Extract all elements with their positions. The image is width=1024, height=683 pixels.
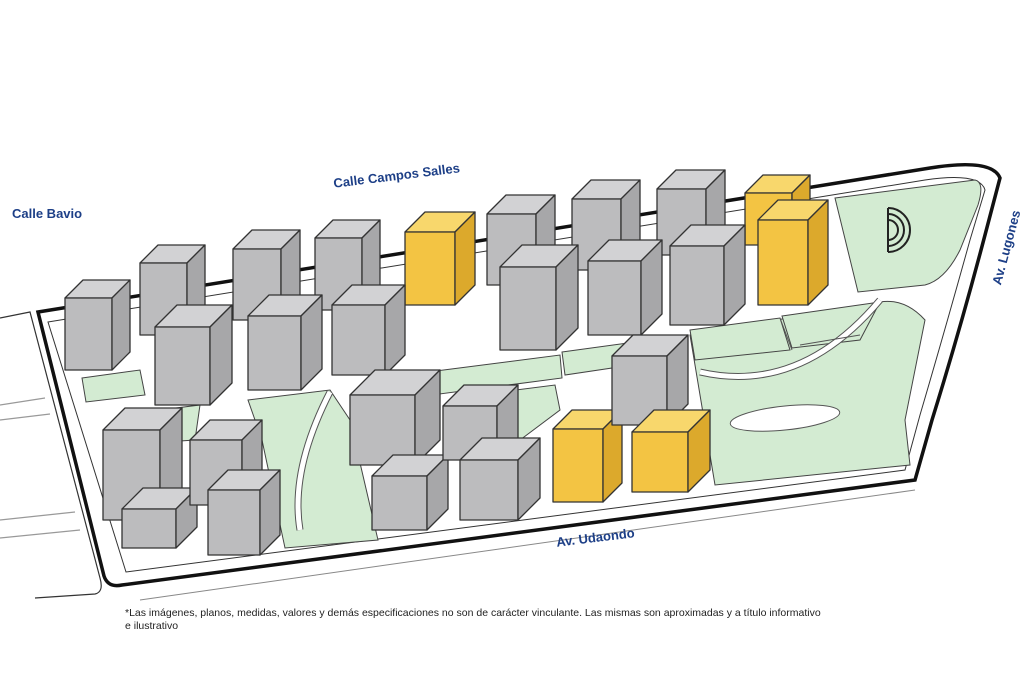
- highlighted-building: [757, 199, 829, 306]
- green-space-west-small: [81, 369, 146, 403]
- building-side: [723, 224, 746, 326]
- building-front: [207, 489, 261, 556]
- building-side: [384, 284, 406, 376]
- building-front: [587, 260, 642, 336]
- building-front: [154, 326, 211, 406]
- building-side: [687, 409, 711, 493]
- building-front: [757, 219, 809, 306]
- building-side: [426, 454, 449, 531]
- green-space-strip-ne: [689, 317, 791, 361]
- building-front: [499, 266, 557, 351]
- disclaimer-text: *Las imágenes, planos, medidas, valores …: [125, 607, 821, 632]
- building-side: [300, 294, 323, 391]
- building: [121, 487, 198, 549]
- building: [331, 284, 406, 376]
- building-side: [807, 199, 829, 306]
- building: [349, 369, 441, 466]
- building: [371, 454, 449, 531]
- building: [611, 334, 689, 426]
- highlighted-building: [404, 211, 476, 306]
- building-side: [111, 279, 131, 371]
- building: [587, 239, 663, 336]
- building-side: [666, 334, 689, 426]
- building-side: [640, 239, 663, 336]
- building: [154, 304, 233, 406]
- park-paths: [294, 297, 883, 531]
- inner-outline: [47, 177, 986, 573]
- building-front: [459, 459, 519, 521]
- building-side: [517, 437, 541, 521]
- green-space-strip-ne2: [781, 301, 881, 349]
- building-front: [121, 508, 177, 549]
- building: [247, 294, 323, 391]
- building-side: [259, 469, 281, 556]
- building-side: [454, 211, 476, 306]
- building-front: [669, 245, 725, 326]
- building-front: [404, 231, 456, 306]
- building-front: [247, 315, 302, 391]
- building-side: [414, 369, 441, 466]
- building: [499, 244, 579, 351]
- building-front: [331, 304, 386, 376]
- building: [669, 224, 746, 326]
- building-side: [209, 304, 233, 406]
- west-street-lines: [0, 311, 102, 599]
- green-space-amphitheater-park: [834, 179, 982, 293]
- street-label-bavio: Calle Bavio: [12, 206, 83, 221]
- building: [459, 437, 541, 521]
- highlighted-building: [631, 409, 711, 493]
- building: [207, 469, 281, 556]
- building-front: [64, 297, 113, 371]
- building-front: [371, 475, 428, 531]
- building-front: [631, 431, 689, 493]
- highlighted-building: [552, 409, 623, 503]
- building-front: [552, 428, 604, 503]
- building-side: [555, 244, 579, 351]
- building: [64, 279, 131, 371]
- amphitheater-icon: [887, 207, 911, 253]
- udaondo-sidewalk-line: [139, 489, 916, 601]
